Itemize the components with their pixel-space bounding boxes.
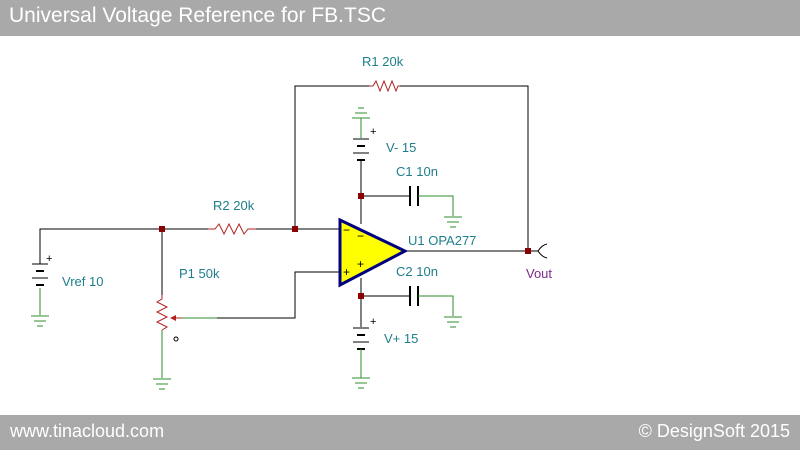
battery-vref[interactable] — [32, 256, 48, 286]
r2-zigzag — [208, 222, 256, 236]
opamp-plus-symbol: + — [343, 265, 350, 279]
ground-c1-icon — [444, 216, 462, 228]
junctions — [159, 193, 531, 299]
p1-wiper-arrow — [170, 315, 176, 321]
battery-vpos[interactable] — [353, 327, 369, 356]
junction-c2 — [358, 293, 364, 299]
ground-wires — [39, 118, 454, 378]
label-c2: C2 10n — [396, 264, 438, 279]
opamp-supply-minus: − — [357, 229, 364, 243]
label-p1: P1 50k — [179, 266, 220, 281]
ground-vpos-icon — [352, 377, 370, 389]
ground-symbols — [31, 107, 462, 390]
website-link[interactable]: www.tinacloud.com — [10, 421, 165, 441]
output-terminal-upper — [537, 243, 548, 252]
wire-noninverting — [185, 271, 340, 319]
label-vout: Vout — [526, 266, 552, 281]
vref-plus-mark: + — [46, 253, 52, 265]
potentiometer-p1[interactable] — [155, 295, 182, 342]
wire-c2-ground — [422, 295, 454, 316]
wire-feedback-right — [400, 85, 529, 251]
page-title: Universal Voltage Reference for FB.TSC — [9, 4, 386, 27]
ground-vneg-icon — [352, 107, 370, 119]
resistor-r2[interactable] — [208, 222, 256, 236]
opamp-minus-symbol: − — [343, 223, 350, 237]
label-r2: R2 20k — [213, 198, 255, 213]
p1-zigzag — [155, 295, 169, 331]
resistor-r1[interactable] — [369, 79, 400, 93]
p1-pin-marker — [173, 336, 179, 342]
label-u1: U1 OPA277 — [408, 233, 476, 248]
ground-vref-icon — [31, 315, 49, 327]
schematic-canvas: − + − + + + + R1 20k R2 20k P1 50k C1 10… — [0, 36, 800, 415]
capacitor-c1[interactable] — [405, 186, 422, 206]
label-r1: R1 20k — [362, 54, 404, 69]
battery-vneg[interactable] — [353, 138, 369, 170]
wire-feedback-left — [294, 85, 369, 229]
footer-bar: www.tinacloud.com © DesignSoft 2015 — [0, 415, 800, 450]
label-vref: Vref 10 — [62, 274, 103, 289]
schematic-diagram: − + − + + + + R1 20k R2 20k P1 50k C1 10… — [31, 54, 552, 390]
vneg-plus-mark: + — [370, 126, 376, 138]
wire-c1-ground — [422, 195, 454, 216]
junction-feedback — [292, 226, 298, 232]
ground-pot-icon — [153, 378, 171, 390]
capacitor-c2[interactable] — [405, 286, 422, 306]
wires — [39, 85, 538, 327]
output-terminal-lower — [537, 250, 548, 259]
label-c1: C1 10n — [396, 164, 438, 179]
vpos-plus-mark: + — [370, 316, 376, 328]
wire-input — [39, 228, 208, 256]
copyright-text: © DesignSoft 2015 — [638, 421, 790, 441]
junction-c1 — [358, 193, 364, 199]
opamp-u1[interactable]: − + − + — [338, 217, 409, 288]
junction-output — [525, 248, 531, 254]
ground-c2-icon — [444, 316, 462, 328]
label-vpos: V+ 15 — [384, 331, 418, 346]
opamp-body — [338, 217, 409, 288]
label-vneg: V- 15 — [386, 140, 416, 155]
title-bar: Universal Voltage Reference for FB.TSC — [0, 0, 800, 36]
output-terminal[interactable] — [537, 243, 548, 259]
r1-zigzag — [369, 79, 400, 93]
junction-input — [159, 226, 165, 232]
opamp-supply-plus: + — [357, 257, 364, 271]
